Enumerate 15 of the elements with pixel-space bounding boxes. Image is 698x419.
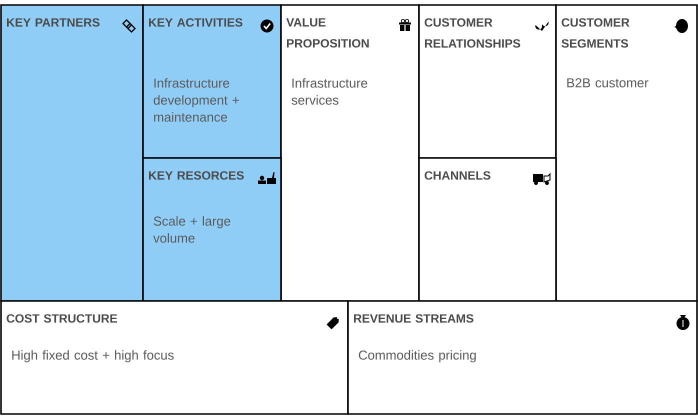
section-heading: COST STRUCTURE bbox=[6, 314, 118, 323]
section-heading: VALUE PROPOSITION bbox=[286, 18, 369, 48]
section-text: Infrastructure development + maintenance bbox=[154, 78, 239, 122]
section-heading: REVENUE STREAMS bbox=[354, 314, 474, 323]
section-text: B2B customer bbox=[567, 78, 648, 88]
section-heading: CUSTOMER SEGMENTS bbox=[562, 18, 630, 48]
section-heading: CHANNELS bbox=[424, 171, 490, 180]
section-heading: KEY ACTIVITIES bbox=[149, 18, 242, 27]
section-text: Scale + large volume bbox=[153, 216, 230, 243]
section-heading: KEY RESORCES bbox=[149, 171, 244, 180]
section-text: Commodities pricing bbox=[358, 350, 476, 362]
section-heading: CUSTOMER RELATIONSHIPS bbox=[424, 18, 520, 48]
section-heading: KEY PARTNERS bbox=[7, 18, 100, 27]
section-text: Infrastructure services bbox=[292, 78, 368, 105]
section-text: High fixed cost + high focus bbox=[12, 350, 174, 362]
